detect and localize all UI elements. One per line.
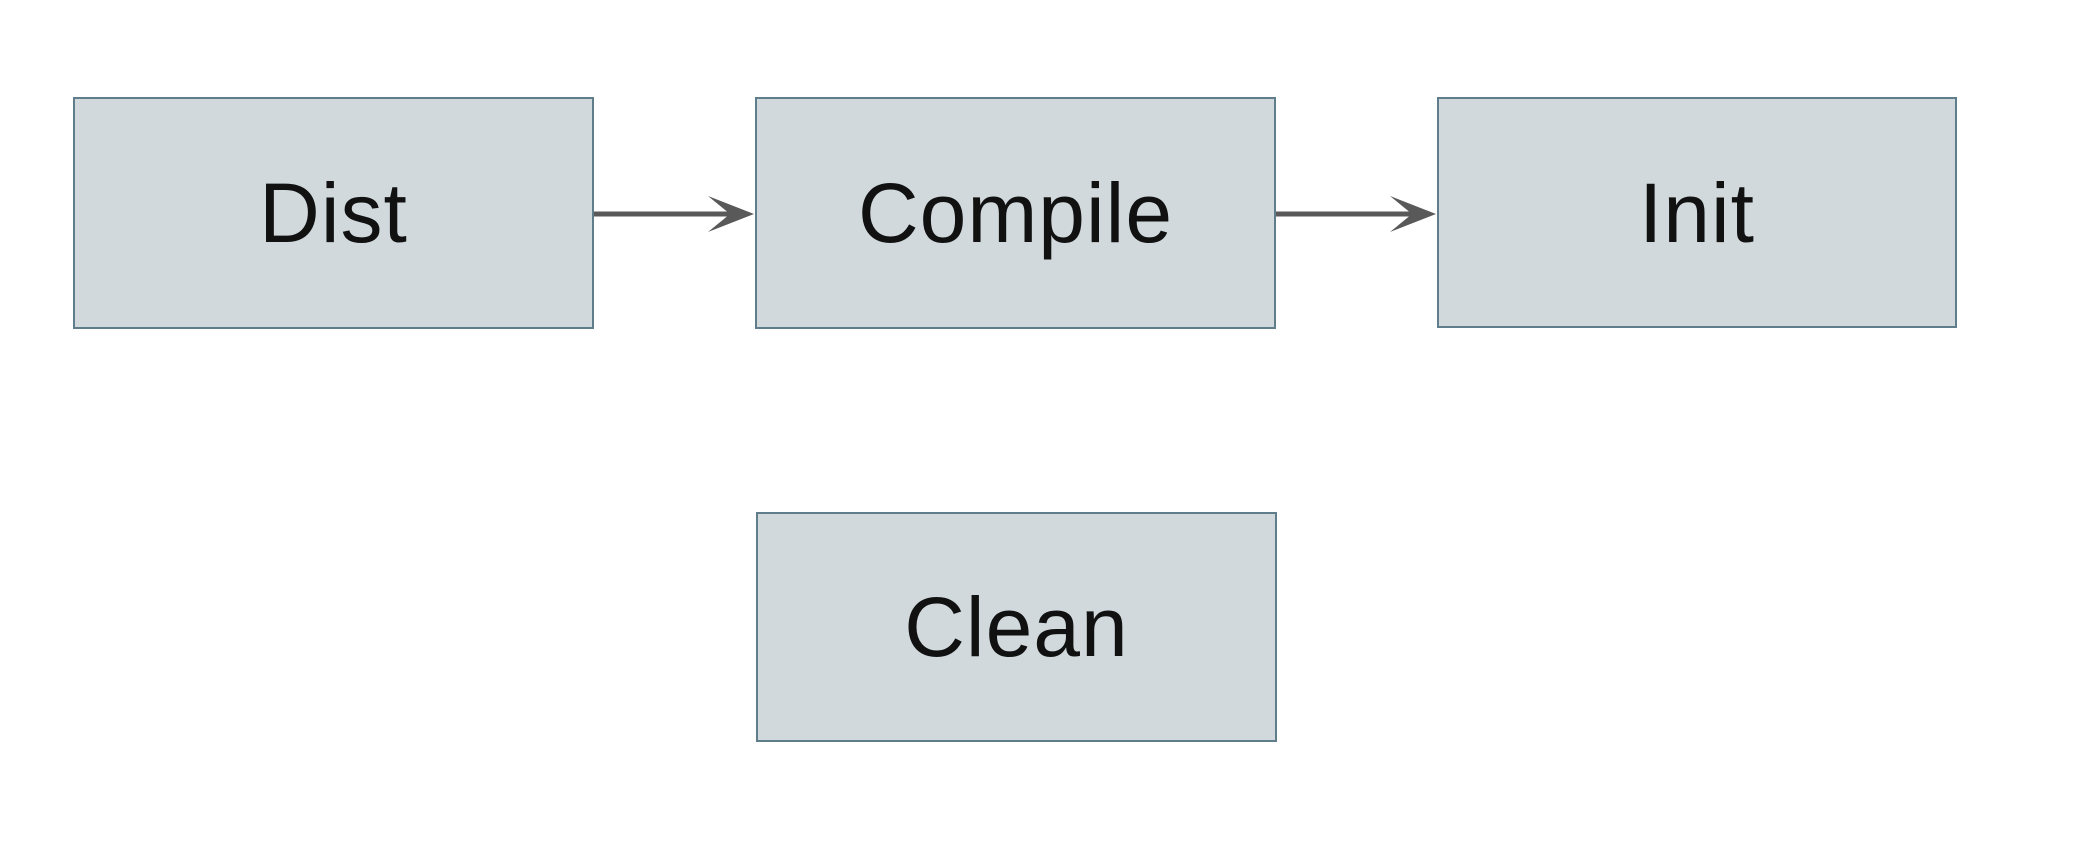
node-clean[interactable]: Clean [756, 512, 1277, 742]
arrow-dist-to-compile [594, 196, 754, 232]
node-dist[interactable]: Dist [73, 97, 594, 329]
node-clean-label: Clean [904, 580, 1129, 674]
arrow-compile-to-init [1276, 196, 1436, 232]
node-dist-label: Dist [259, 166, 408, 260]
arrowhead-icon [708, 196, 754, 232]
node-compile[interactable]: Compile [755, 97, 1276, 329]
arrowhead-icon [1390, 196, 1436, 232]
node-init-label: Init [1638, 165, 1756, 260]
node-init[interactable]: Init [1437, 97, 1957, 328]
node-compile-label: Compile [857, 166, 1174, 260]
